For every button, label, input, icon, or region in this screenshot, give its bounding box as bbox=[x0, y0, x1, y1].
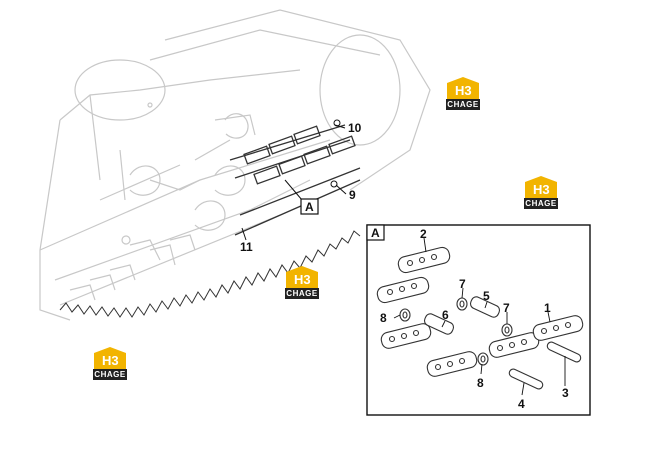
brand-logo: H3 CHAGE bbox=[284, 266, 320, 302]
house-icon bbox=[94, 347, 126, 369]
callout-1: 1 bbox=[544, 301, 551, 315]
callout-11: 11 bbox=[240, 227, 253, 254]
callout-3: 3 bbox=[562, 386, 569, 400]
logo-mark: H3 bbox=[455, 83, 472, 98]
detail-frame-label: A bbox=[371, 226, 380, 240]
logo-name: CHAGE bbox=[446, 99, 480, 110]
callout-7a: 7 bbox=[459, 277, 466, 291]
callout-8b: 8 bbox=[477, 376, 484, 390]
callout-7b: 7 bbox=[503, 301, 510, 315]
detail-ref-label: A bbox=[305, 200, 314, 214]
callout-label: 10 bbox=[348, 121, 362, 135]
callout-5: 5 bbox=[483, 289, 490, 303]
callout-10: 10 bbox=[333, 119, 362, 135]
logo-mark: H3 bbox=[102, 353, 119, 368]
callout-2: 2 bbox=[420, 227, 427, 241]
callout-8a: 8 bbox=[380, 311, 387, 325]
track-shoes bbox=[59, 230, 361, 318]
logo-name: CHAGE bbox=[93, 369, 127, 380]
machine-outline bbox=[39, 9, 431, 321]
link-parts bbox=[376, 246, 584, 377]
track-chain bbox=[229, 124, 361, 236]
callout-label: 11 bbox=[240, 240, 253, 254]
logo-mark: H3 bbox=[533, 182, 550, 197]
detail-leader-lines bbox=[393, 237, 566, 396]
house-icon bbox=[447, 77, 479, 99]
callout-6: 6 bbox=[442, 308, 449, 322]
callout-4: 4 bbox=[518, 397, 525, 411]
callout-9: 9 bbox=[330, 180, 356, 202]
callout-label: 9 bbox=[349, 188, 356, 202]
logo-name: CHAGE bbox=[524, 198, 558, 209]
brand-logo: H3 CHAGE bbox=[523, 176, 559, 212]
house-icon bbox=[525, 176, 557, 198]
logo-mark: H3 bbox=[294, 272, 311, 287]
detail-callouts: 2 7 5 7 1 8 6 8 4 3 bbox=[380, 227, 569, 411]
house-icon bbox=[286, 266, 318, 288]
detail-ref-box: A bbox=[284, 179, 319, 215]
brand-logo: H3 CHAGE bbox=[445, 77, 481, 113]
logo-name: CHAGE bbox=[285, 288, 319, 299]
brand-logo: H3 CHAGE bbox=[92, 347, 128, 383]
